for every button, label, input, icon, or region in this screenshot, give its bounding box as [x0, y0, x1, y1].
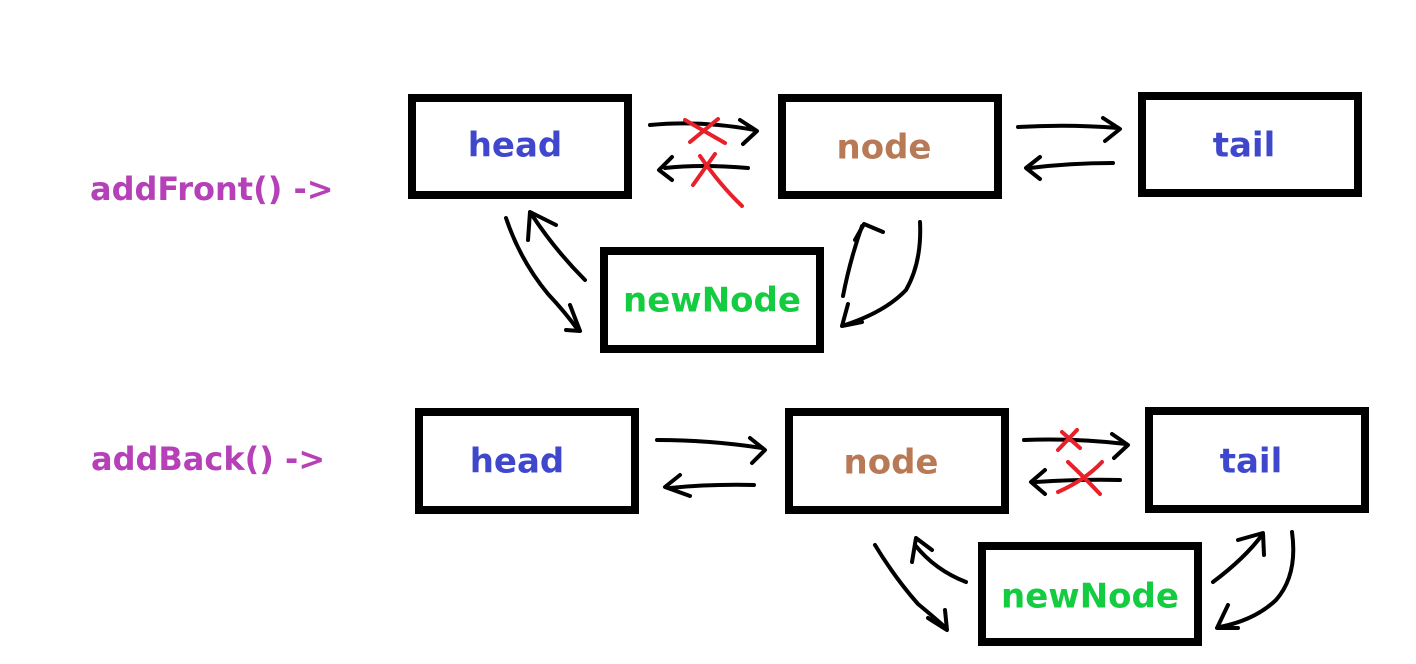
- add-front-node-to-tail-arrow: [1016, 116, 1122, 143]
- add-back-new-node-to-node-arrow: [910, 536, 968, 584]
- add-back-head-label: head: [470, 442, 565, 482]
- add-back-new-node-label: newNode: [1001, 577, 1179, 617]
- add-back-diagram: addBack() -> head node tail newNode: [91, 407, 1369, 646]
- add-back-node-to-head-arrow: [663, 473, 756, 498]
- add-back-new-node-to-tail-arrow: [1211, 531, 1266, 584]
- add-back-head-box: [415, 408, 639, 514]
- add-front-node-to-new-node-arrow: [840, 220, 923, 328]
- add-back-node-box: [785, 408, 1009, 514]
- add-front-label: addFront() ->: [90, 170, 334, 208]
- add-back-removed-link-cross-bottom: [1056, 460, 1104, 496]
- add-front-node-box: [778, 94, 1002, 199]
- add-back-node-to-new-node-arrow: [873, 543, 949, 632]
- add-front-new-node-to-node-arrow: [841, 222, 885, 298]
- add-front-head-to-new-node-arrow: [504, 216, 582, 333]
- add-front-node-label: node: [837, 128, 932, 168]
- add-front-new-node-label: newNode: [623, 281, 801, 321]
- add-front-new-node-to-head-arrow: [526, 210, 587, 282]
- add-front-diagram: addFront() -> head node tail newNode: [90, 92, 1362, 353]
- add-back-head-to-node-arrow: [655, 436, 767, 465]
- add-front-tail-to-node-arrow: [1024, 155, 1115, 181]
- add-back-tail-label: tail: [1220, 442, 1283, 482]
- add-back-removed-link-cross-top: [1056, 428, 1082, 452]
- add-back-node-to-tail-arrow: [1022, 432, 1130, 460]
- add-front-tail-label: tail: [1213, 126, 1276, 166]
- add-back-node-label: node: [844, 443, 939, 483]
- add-back-tail-to-new-node-arrow: [1215, 530, 1296, 630]
- add-back-new-node-box: [978, 542, 1202, 646]
- add-front-head-to-node-arrow: [648, 118, 759, 146]
- add-front-tail-box: [1138, 92, 1362, 197]
- add-front-removed-link-cross-top: [683, 117, 727, 145]
- add-back-label: addBack() ->: [91, 440, 325, 478]
- add-front-head-label: head: [468, 126, 563, 166]
- add-front-removed-link-cross-bottom: [691, 152, 744, 208]
- add-front-head-box: [408, 94, 632, 199]
- add-back-tail-box: [1145, 407, 1369, 513]
- add-front-node-to-head-arrow: [657, 155, 750, 182]
- add-front-new-node-box: [600, 247, 824, 353]
